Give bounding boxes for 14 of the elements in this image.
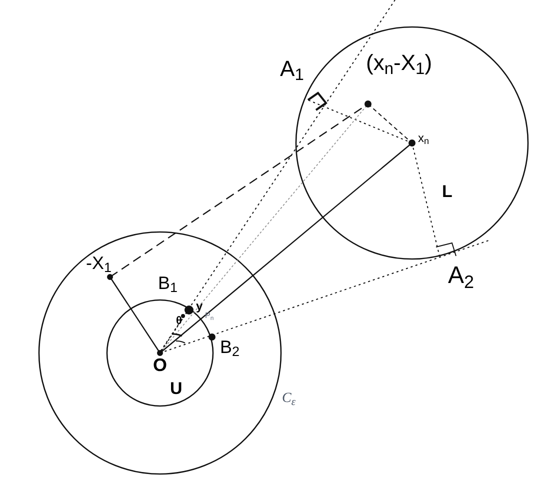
point-label: (x$_{n}$-X$_{1}$) bbox=[366, 52, 432, 74]
region-label: U bbox=[170, 380, 182, 397]
point-label: B$_{2}$ bbox=[220, 338, 240, 356]
point-label: -X$_{1}$ bbox=[86, 254, 112, 272]
point-label: A$_{2}$ bbox=[448, 264, 474, 288]
circle-label: C$_{ε}$ bbox=[282, 392, 296, 406]
point-label: B$_{1}$ bbox=[158, 274, 178, 292]
point-label: x$_{n}$ bbox=[418, 132, 430, 144]
point-label: y bbox=[196, 300, 203, 312]
angle-label: θ bbox=[176, 316, 182, 327]
point-label: A$_{1}$ bbox=[280, 58, 304, 80]
point-label: P$_{n}$ bbox=[205, 312, 214, 320]
length-label: L bbox=[442, 183, 452, 200]
point-label: O bbox=[153, 356, 168, 374]
